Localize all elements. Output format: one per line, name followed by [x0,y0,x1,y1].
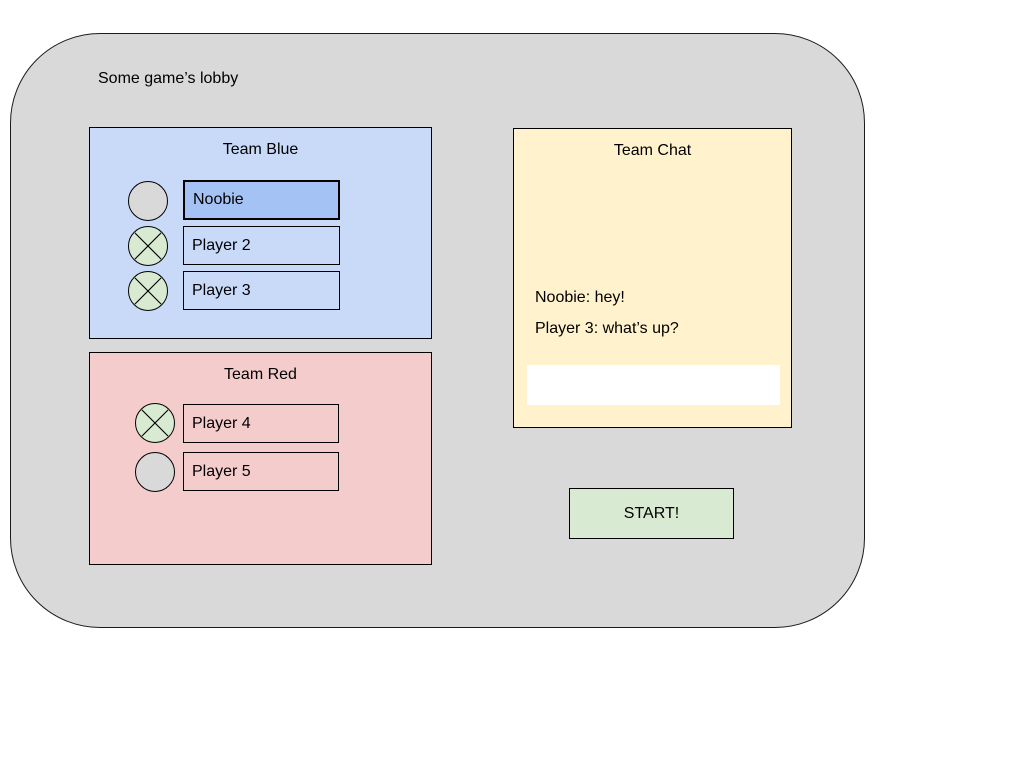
ready-x-icon [136,453,174,491]
chat-input[interactable] [527,365,780,405]
team-blue-title: Team Blue [222,141,299,158]
ready-x-icon [141,409,169,437]
ready-x-icon [134,232,162,260]
player-name: Player 3 [192,281,251,299]
player-name: Player 2 [192,236,251,254]
ready-indicator[interactable] [135,452,175,492]
ready-indicator[interactable] [128,181,168,221]
chat-message: Noobie: hey! [535,289,625,306]
team-chat-panel: Team Chat Noobie: hey! Player 3: what’s … [513,128,792,428]
team-red-panel: Team Red Player 4 Player 5 [89,352,432,565]
player-name: Noobie [193,191,244,208]
team-red-title: Team Red [224,366,297,383]
team-chat-title: Team Chat [613,142,692,159]
ready-indicator[interactable] [128,271,168,311]
player-name-box: Player 4 [183,404,339,443]
lobby-container: Some game’s lobby Team Blue Noobie Playe… [10,33,865,628]
player-name-box: Player 2 [183,226,340,265]
ready-indicator[interactable] [135,403,175,443]
player-name-box: Noobie [183,180,340,220]
chat-message-list: Noobie: hey! Player 3: what’s up? [535,289,679,351]
player-name-box: Player 3 [183,271,340,310]
ready-x-icon [134,277,162,305]
start-button[interactable]: START! [569,488,734,539]
player-name: Player 4 [192,414,251,432]
player-name: Player 5 [192,462,251,480]
ready-x-icon [129,182,167,220]
chat-message: Player 3: what’s up? [535,320,679,337]
player-name-box: Player 5 [183,452,339,491]
team-blue-panel: Team Blue Noobie Player 2 Pl [89,127,432,339]
ready-indicator[interactable] [128,226,168,266]
page-title: Some game’s lobby [98,70,239,87]
